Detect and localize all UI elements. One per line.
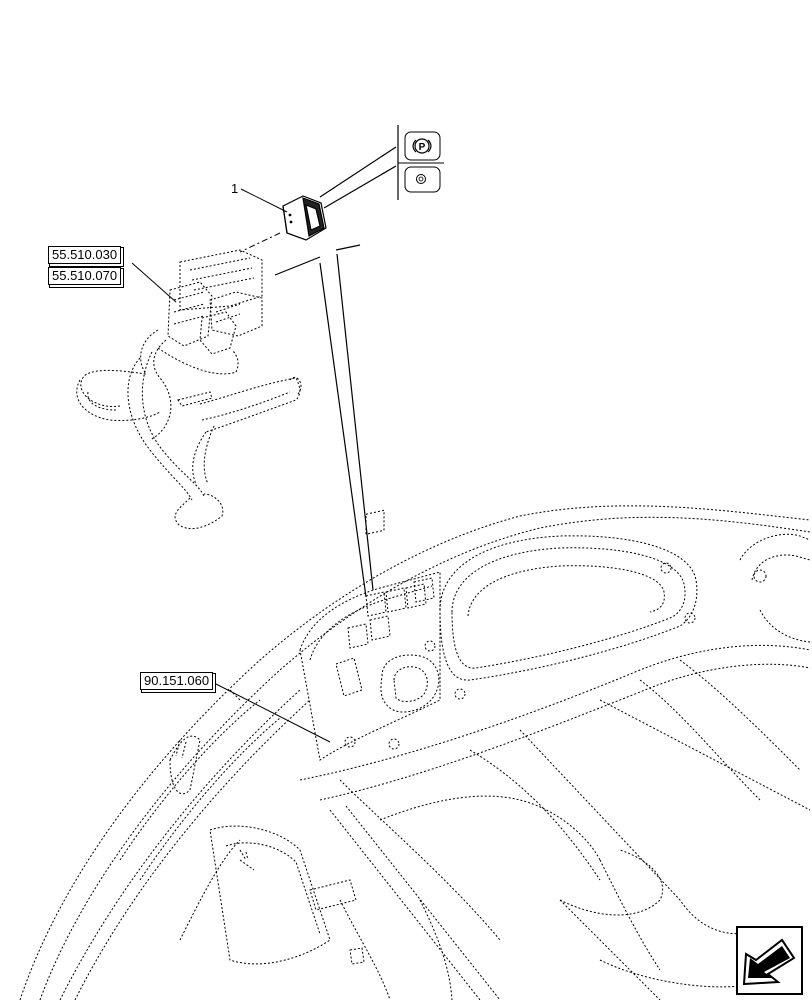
- rocker-switch: [282, 195, 327, 241]
- arrow-icon-graphic: [742, 938, 796, 986]
- parking-symbol-text: P: [419, 142, 426, 153]
- reference-label-55-510-070[interactable]: 55.510.070: [48, 267, 122, 285]
- ref-ab-leader: [131, 262, 177, 303]
- callout-1-leader: [240, 188, 288, 213]
- dashboard-assembly: [19, 505, 811, 1000]
- previous-page-arrow-icon[interactable]: [736, 926, 803, 995]
- ref-c-leader: [213, 682, 331, 743]
- focus-leader-lines: [274, 244, 374, 598]
- reference-label-90-151-060[interactable]: 90.151.060: [140, 672, 214, 690]
- indicator-light-icon: [416, 174, 426, 184]
- switch-symbol-panel: P: [397, 125, 444, 200]
- callout-item-number: 1: [231, 181, 239, 196]
- reference-label-55-510-030[interactable]: 55.510.030: [48, 246, 122, 264]
- switch-axis-line: [239, 232, 281, 253]
- panel-leader-lines: [319, 146, 397, 209]
- wiring-harness: [76, 249, 302, 529]
- parking-brake-icon: P: [412, 138, 432, 154]
